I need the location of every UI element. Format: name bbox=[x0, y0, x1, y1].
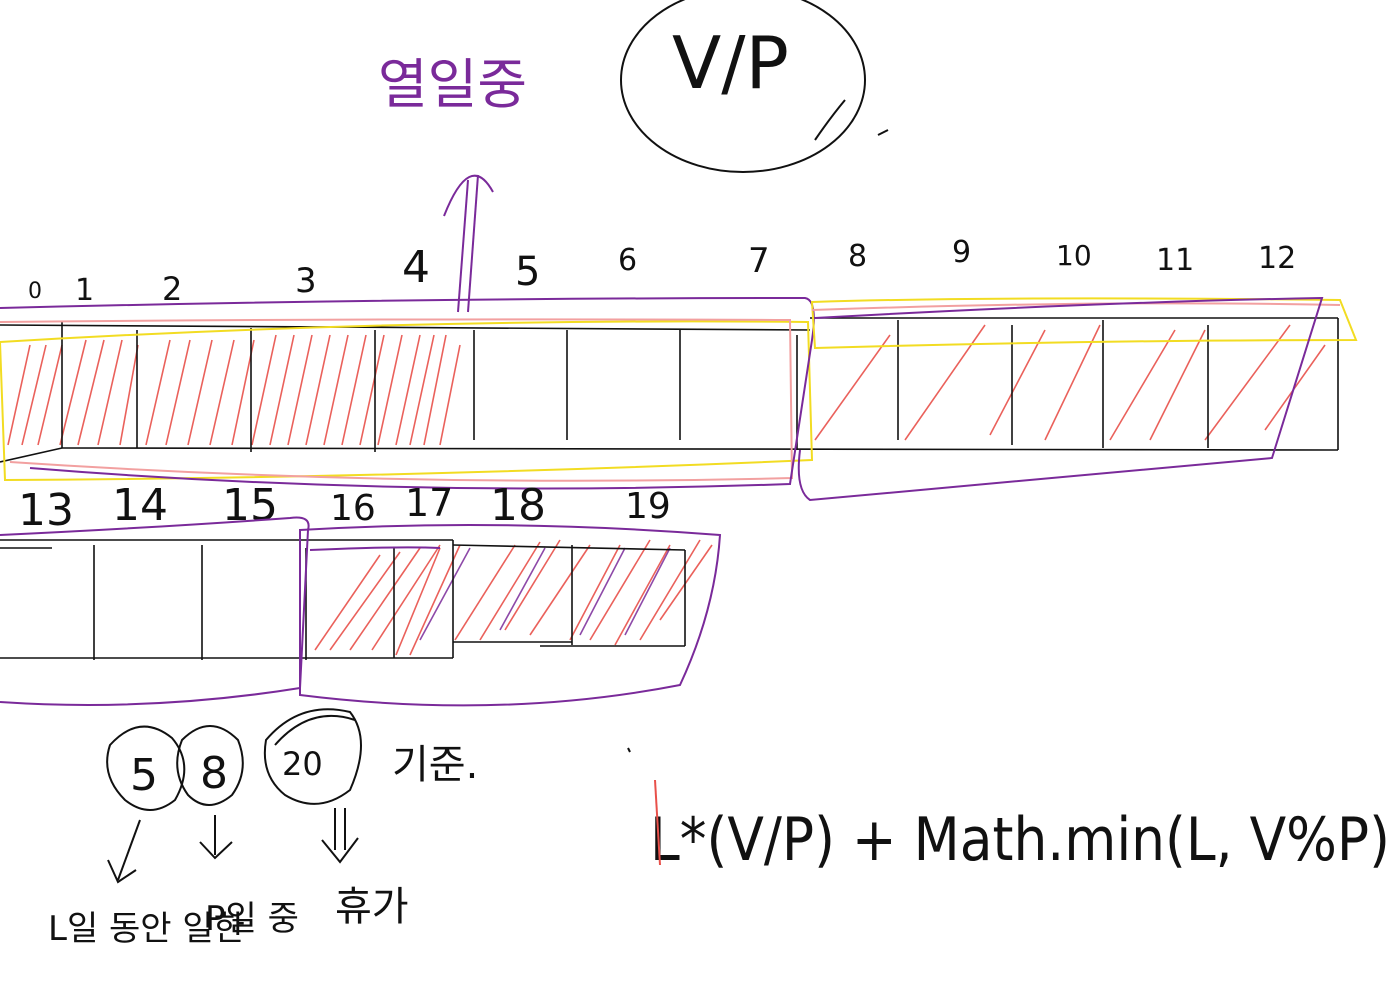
num-8: 8 bbox=[848, 239, 867, 274]
row1-numbers: 0 1 2 3 4 5 6 7 8 9 10 11 12 bbox=[28, 235, 1296, 308]
circle-arrows bbox=[107, 808, 359, 884]
note-l-days: L일 동안 일한 bbox=[48, 909, 245, 949]
num-13: 13 bbox=[18, 485, 74, 536]
num-9: 9 bbox=[952, 235, 971, 270]
num-6: 6 bbox=[618, 243, 637, 278]
row2-numbers: 13 14 15 16 17 18 19 bbox=[18, 480, 671, 536]
note-p-days: P일 중 bbox=[205, 899, 299, 939]
note-vacation: 휴가 bbox=[335, 884, 409, 930]
num-17: 17 bbox=[405, 481, 453, 525]
num-14: 14 bbox=[112, 480, 168, 531]
num-4: 4 bbox=[402, 242, 430, 293]
num-7: 7 bbox=[748, 241, 770, 281]
circled-values bbox=[106, 708, 362, 811]
num-16: 16 bbox=[330, 488, 376, 529]
up-arrow bbox=[443, 174, 494, 313]
num-15: 15 bbox=[222, 480, 278, 531]
circled-value-5: 5 bbox=[130, 750, 158, 801]
row2-outlines bbox=[0, 516, 722, 707]
num-18: 18 bbox=[490, 480, 546, 531]
num-10: 10 bbox=[1056, 239, 1092, 272]
num-12: 12 bbox=[1258, 241, 1296, 276]
basis-label: 기준. bbox=[392, 742, 478, 788]
formula-red-mark bbox=[654, 779, 661, 866]
circled-value-labels: 5 8 20 bbox=[130, 745, 323, 801]
ratio-circle: V/P bbox=[620, 0, 889, 173]
row1-outlines bbox=[0, 296, 1358, 502]
stray-dot bbox=[627, 747, 631, 753]
circled-value-20: 20 bbox=[282, 745, 323, 783]
header-note: 열일중 bbox=[378, 53, 527, 116]
num-0: 0 bbox=[28, 279, 42, 304]
circled-value-8: 8 bbox=[200, 748, 228, 799]
row2-hatching bbox=[314, 539, 713, 656]
num-1: 1 bbox=[75, 273, 94, 308]
num-19: 19 bbox=[625, 486, 671, 527]
circled-notes: L일 동안 일한 P일 중 휴가 bbox=[48, 884, 409, 949]
header-note-text: 열일중 bbox=[378, 53, 527, 116]
num-5: 5 bbox=[515, 249, 540, 295]
row1-hatching-left bbox=[7, 334, 461, 446]
num-3: 3 bbox=[295, 261, 317, 301]
row2-hatching-purple bbox=[419, 547, 671, 641]
num-2: 2 bbox=[162, 270, 182, 308]
num-11: 11 bbox=[1156, 243, 1194, 278]
formula-text: L*(V/P) + Math.min(L, V%P) bbox=[650, 805, 1390, 875]
row1-grid bbox=[0, 317, 1339, 463]
ratio-label: V/P bbox=[672, 21, 789, 105]
